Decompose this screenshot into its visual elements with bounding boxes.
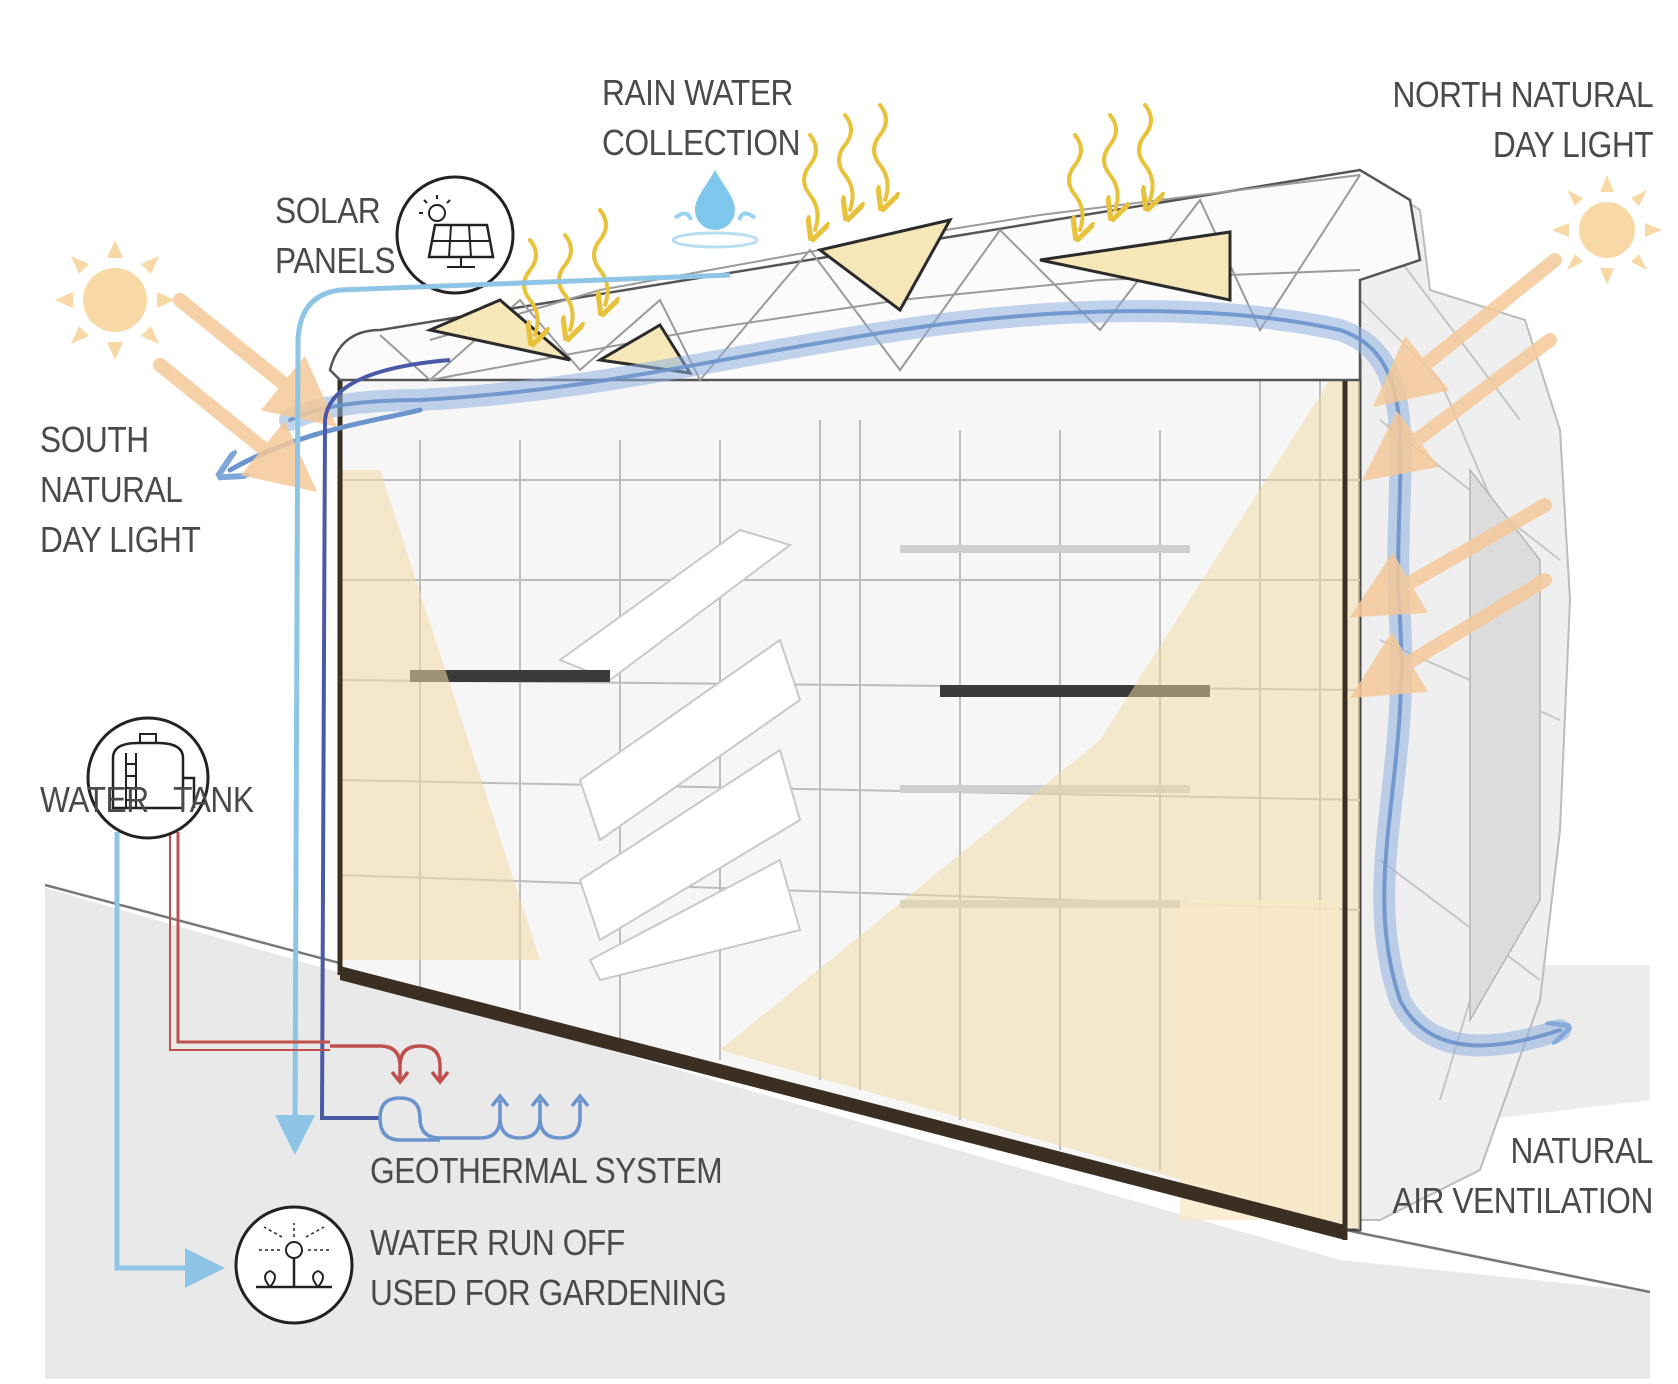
water-drop-icon (671, 170, 759, 249)
roof-panel-4 (1039, 230, 1232, 302)
rain-water-label: RAIN WATER COLLECTION (602, 72, 801, 163)
north-sun-rays (1349, 253, 1562, 699)
water-tank-icon (86, 716, 210, 840)
solar-panel-icon (395, 175, 515, 295)
staircase (557, 528, 802, 982)
lower-light-wash (1180, 900, 1340, 1220)
geothermal-label: GEOTHERMAL SYSTEM (370, 1150, 723, 1191)
roof-panel-3 (816, 217, 953, 313)
sun-icon-north (1552, 175, 1662, 285)
water-runoff-label: WATER RUN OFF USED FOR GARDENING (370, 1222, 727, 1313)
south-daylight-label: SOUTH NATURAL DAY LIGHT (40, 419, 201, 560)
geothermal-coil-icon (330, 1044, 590, 1142)
deep-pipe (319, 358, 451, 1120)
sun-icon (55, 240, 175, 360)
south-sun-rays (153, 293, 338, 492)
water-pipes (114, 272, 731, 1288)
solar-panels-label: SOLAR PANELS (275, 190, 396, 281)
floor-slab (340, 966, 1345, 1240)
sprinkler-icon (234, 1205, 354, 1325)
north-daylight-label: NORTH NATURAL DAY LIGHT (1392, 74, 1653, 165)
air-ventilation-label: NATURAL AIR VENTILATION (1392, 1130, 1654, 1221)
cold-water-pipe (275, 272, 731, 1155)
ground-line-right (1354, 1230, 1651, 1294)
heat-waves (522, 103, 1153, 335)
south-light-beam (340, 470, 540, 960)
hot-water-pipe (176, 832, 330, 1044)
tank-to-garden-pipe (114, 832, 225, 1288)
ground-plane (45, 888, 1650, 1379)
water-tank-label: WATER TANK (40, 779, 254, 820)
